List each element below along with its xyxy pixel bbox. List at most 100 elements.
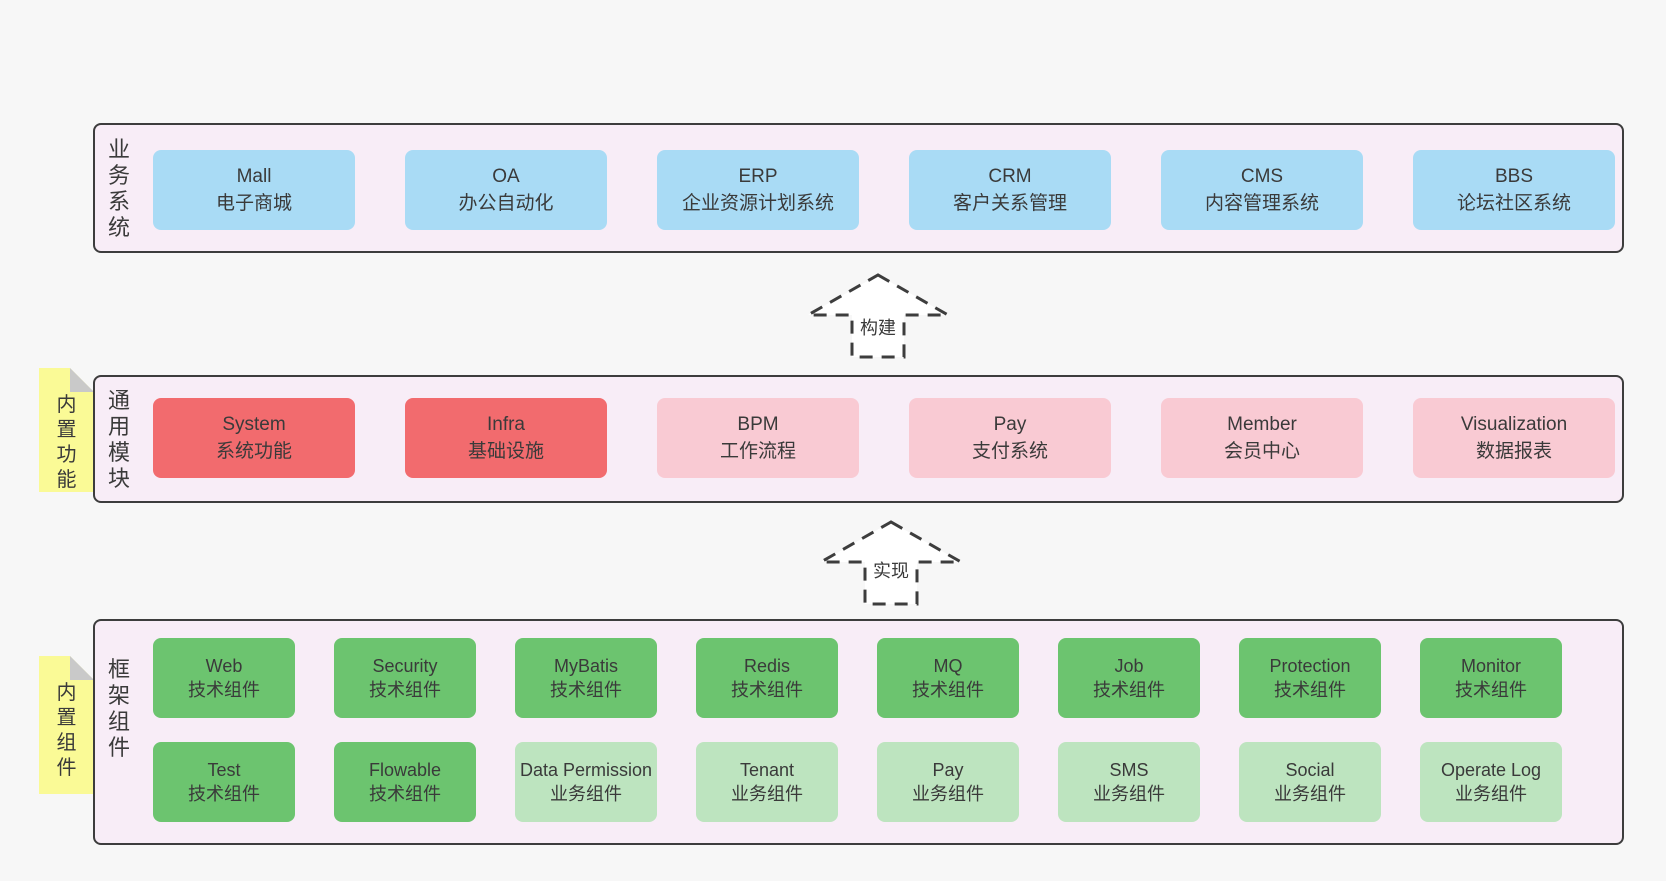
sticky-note-built-in-components: 内置组件 bbox=[39, 656, 94, 794]
box-cms: CMS 内容管理系统 bbox=[1161, 150, 1363, 230]
box-subtitle: 业务组件 bbox=[550, 784, 622, 804]
box-title: MQ bbox=[933, 656, 963, 676]
section-label-framework-components: 框架组件 bbox=[107, 657, 130, 760]
sticky-note-built-in-features: 内置功能 bbox=[39, 368, 94, 492]
box-subtitle: 业务组件 bbox=[1455, 784, 1527, 804]
modules-boxes-row: System 系统功能 Infra 基础设施 BPM 工作流程 Pay 支付系统… bbox=[153, 398, 1615, 478]
box-visualization: Visualization 数据报表 bbox=[1413, 398, 1615, 478]
box-system: System 系统功能 bbox=[153, 398, 355, 478]
section-label-common-modules: 通用模块 bbox=[107, 388, 130, 491]
box-monitor: Monitor 技术组件 bbox=[1420, 638, 1562, 718]
box-subtitle: 业务组件 bbox=[731, 784, 803, 804]
box-title: Mall bbox=[236, 166, 272, 187]
box-subtitle: 内容管理系统 bbox=[1204, 193, 1319, 214]
box-title: Operate Log bbox=[1440, 760, 1542, 780]
box-mybatis: MyBatis 技术组件 bbox=[515, 638, 657, 718]
box-web: Web 技术组件 bbox=[153, 638, 295, 718]
box-title: Data Permission bbox=[519, 760, 653, 780]
box-subtitle: 业务组件 bbox=[1274, 784, 1346, 804]
folded-corner-icon bbox=[70, 368, 94, 392]
box-title: Web bbox=[205, 656, 243, 676]
box-subtitle: 技术组件 bbox=[1093, 680, 1165, 700]
box-title: BPM bbox=[737, 414, 779, 435]
box-subtitle: 技术组件 bbox=[369, 784, 441, 804]
box-subtitle: 业务组件 bbox=[912, 784, 984, 804]
box-title: Social bbox=[1285, 760, 1335, 780]
section-framework-components: 框架组件 Web 技术组件 Security 技术组件 MyBatis 技术组件… bbox=[93, 619, 1624, 845]
box-job: Job 技术组件 bbox=[1058, 638, 1200, 718]
box-pay: Pay 支付系统 bbox=[909, 398, 1111, 478]
box-subtitle: 技术组件 bbox=[550, 680, 622, 700]
box-subtitle: 技术组件 bbox=[1455, 680, 1527, 700]
box-subtitle: 技术组件 bbox=[369, 680, 441, 700]
box-subtitle: 企业资源计划系统 bbox=[681, 193, 834, 214]
box-crm: CRM 客户关系管理 bbox=[909, 150, 1111, 230]
box-operate-log: Operate Log 业务组件 bbox=[1420, 742, 1562, 822]
box-title: ERP bbox=[738, 166, 778, 187]
box-subtitle: 客户关系管理 bbox=[952, 193, 1067, 214]
box-subtitle: 技术组件 bbox=[188, 680, 260, 700]
box-subtitle: 数据报表 bbox=[1475, 441, 1552, 462]
box-title: Job bbox=[1114, 656, 1144, 676]
box-subtitle: 电子商城 bbox=[215, 193, 292, 214]
box-subtitle: 办公自动化 bbox=[458, 193, 554, 214]
box-title: OA bbox=[492, 166, 520, 187]
folded-corner-icon bbox=[70, 656, 94, 680]
implement-arrow-label: 实现 bbox=[869, 559, 913, 583]
box-subtitle: 基础设施 bbox=[467, 441, 544, 462]
box-mq: MQ 技术组件 bbox=[877, 638, 1019, 718]
box-title: CMS bbox=[1240, 166, 1284, 187]
box-title: Visualization bbox=[1460, 414, 1568, 435]
box-title: Infra bbox=[486, 414, 526, 435]
box-title: MyBatis bbox=[553, 656, 618, 676]
box-title: SMS bbox=[1109, 760, 1149, 780]
box-title: Member bbox=[1227, 414, 1297, 435]
box-pay-component: Pay 业务组件 bbox=[877, 742, 1019, 822]
box-subtitle: 技术组件 bbox=[731, 680, 803, 700]
box-social: Social 业务组件 bbox=[1239, 742, 1381, 822]
box-title: Pay bbox=[932, 760, 964, 780]
box-sms: SMS 业务组件 bbox=[1058, 742, 1200, 822]
box-mall: Mall 电子商城 bbox=[153, 150, 355, 230]
box-subtitle: 业务组件 bbox=[1093, 784, 1165, 804]
box-test: Test 技术组件 bbox=[153, 742, 295, 822]
box-title: Monitor bbox=[1460, 656, 1522, 676]
box-subtitle: 技术组件 bbox=[1274, 680, 1346, 700]
box-subtitle: 系统功能 bbox=[215, 441, 292, 462]
box-title: Redis bbox=[743, 656, 791, 676]
box-protection: Protection 技术组件 bbox=[1239, 638, 1381, 718]
box-title: BBS bbox=[1494, 166, 1534, 187]
box-tenant: Tenant 业务组件 bbox=[696, 742, 838, 822]
box-title: Tenant bbox=[739, 760, 795, 780]
box-title: CRM bbox=[988, 166, 1032, 187]
box-title: Flowable bbox=[368, 760, 442, 780]
box-member: Member 会员中心 bbox=[1161, 398, 1363, 478]
box-flowable: Flowable 技术组件 bbox=[334, 742, 476, 822]
sticky-note-text: 内置组件 bbox=[56, 682, 77, 779]
box-title: Protection bbox=[1269, 656, 1351, 676]
business-boxes-row: Mall 电子商城 OA 办公自动化 ERP 企业资源计划系统 CRM 客户关系… bbox=[153, 150, 1615, 230]
box-bpm: BPM 工作流程 bbox=[657, 398, 859, 478]
box-subtitle: 工作流程 bbox=[719, 441, 796, 462]
box-data-permission: Data Permission 业务组件 bbox=[515, 742, 657, 822]
box-subtitle: 会员中心 bbox=[1223, 441, 1300, 462]
box-erp: ERP 企业资源计划系统 bbox=[657, 150, 859, 230]
box-title: Security bbox=[372, 656, 438, 676]
framework-boxes-row-2: Test 技术组件 Flowable 技术组件 Data Permission … bbox=[153, 742, 1562, 822]
box-oa: OA 办公自动化 bbox=[405, 150, 607, 230]
build-arrow-label: 构建 bbox=[856, 316, 900, 340]
section-common-modules: 通用模块 System 系统功能 Infra 基础设施 BPM 工作流程 Pay… bbox=[93, 375, 1624, 503]
box-subtitle: 技术组件 bbox=[912, 680, 984, 700]
section-label-business-systems: 业务系统 bbox=[107, 137, 130, 240]
box-title: Test bbox=[207, 760, 241, 780]
box-bbs: BBS 论坛社区系统 bbox=[1413, 150, 1615, 230]
box-subtitle: 论坛社区系统 bbox=[1456, 193, 1571, 214]
sticky-note-text: 内置功能 bbox=[56, 394, 77, 491]
box-security: Security 技术组件 bbox=[334, 638, 476, 718]
box-infra: Infra 基础设施 bbox=[405, 398, 607, 478]
box-subtitle: 技术组件 bbox=[188, 784, 260, 804]
box-subtitle: 支付系统 bbox=[971, 441, 1048, 462]
box-title: Pay bbox=[993, 414, 1027, 435]
box-title: System bbox=[222, 414, 286, 435]
section-business-systems: 业务系统 Mall 电子商城 OA 办公自动化 ERP 企业资源计划系统 CRM… bbox=[93, 123, 1624, 253]
